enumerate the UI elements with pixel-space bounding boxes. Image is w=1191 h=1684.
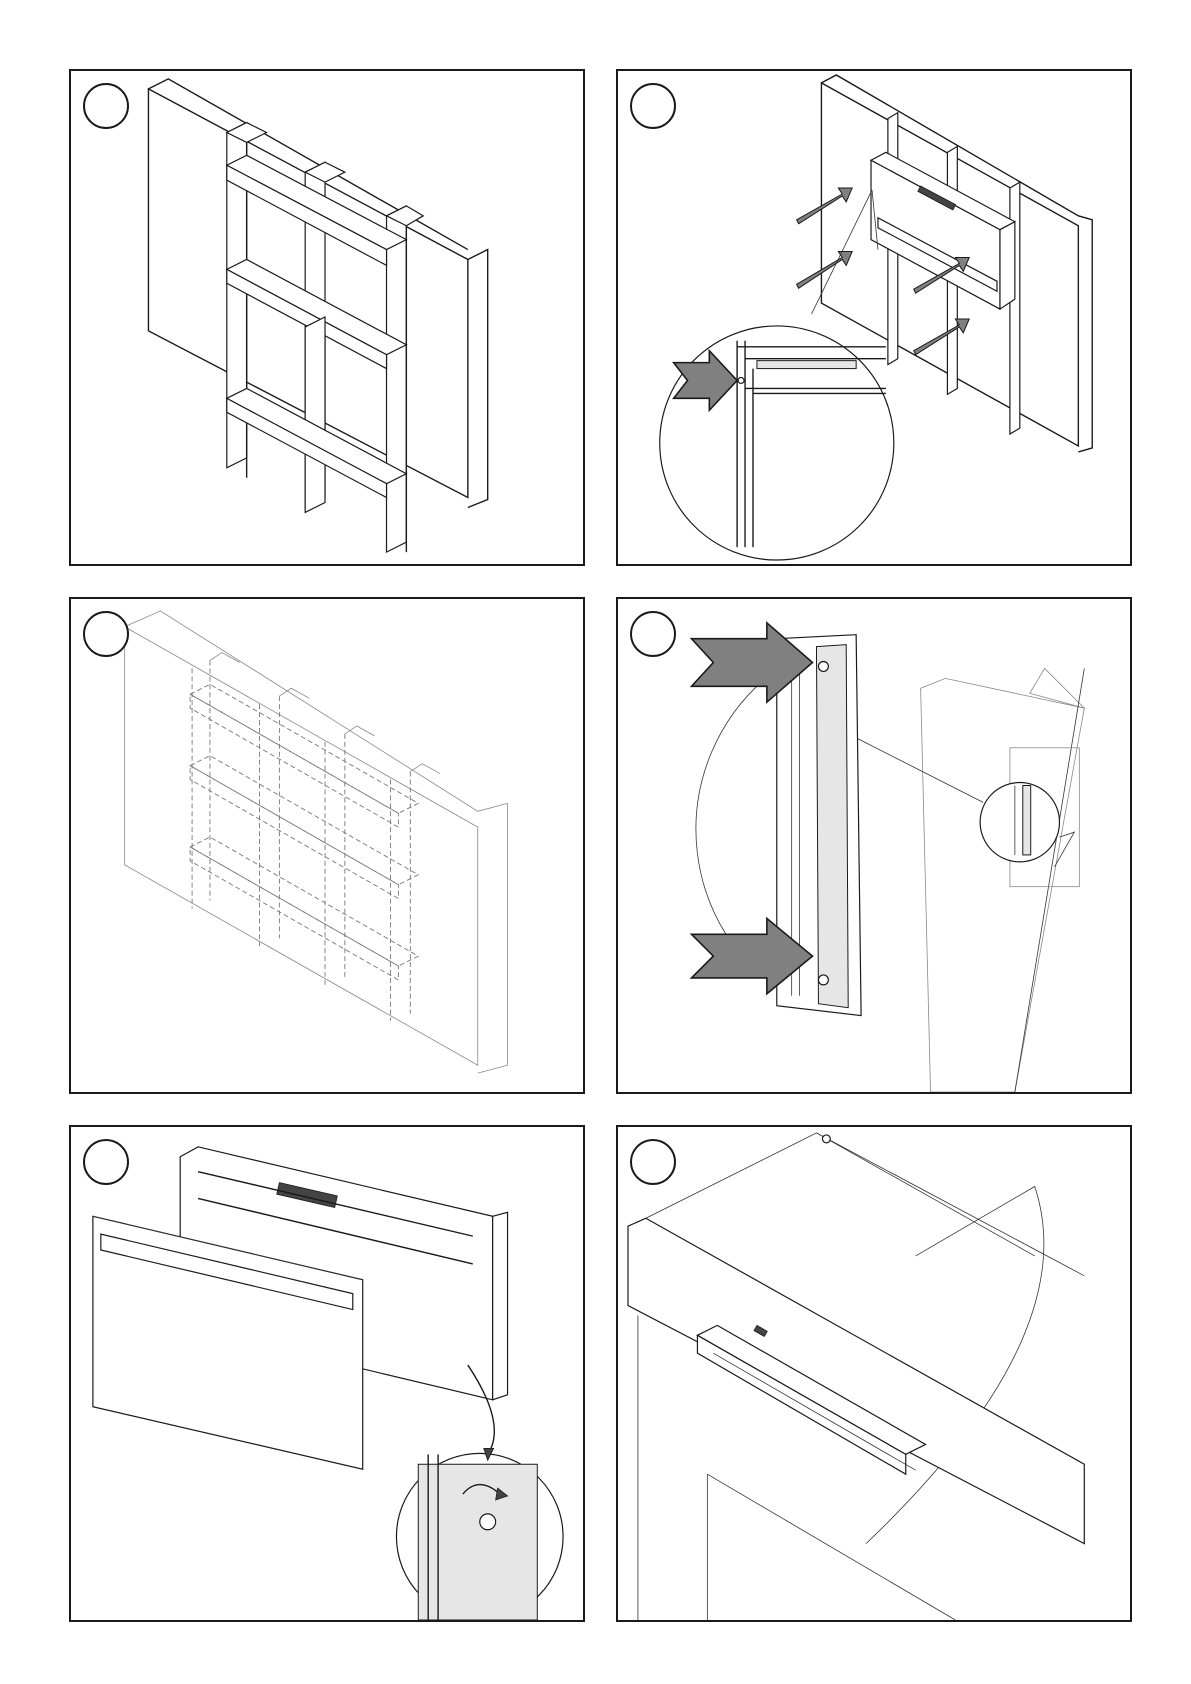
step-panel-2: [616, 69, 1132, 566]
ghosted-frame-illustration: [71, 599, 583, 1092]
step-panel-3: [69, 597, 585, 1094]
mounting-holes-illustration: [618, 599, 1130, 1092]
fixing-box-illustration: [618, 71, 1130, 564]
step-number-circle: [630, 1139, 676, 1185]
step-panel-6: [616, 1125, 1132, 1622]
stud-frame-illustration: [71, 71, 583, 564]
step-number-circle: [630, 611, 676, 657]
step-number-circle: [630, 83, 676, 129]
step-panel-4: [616, 597, 1132, 1094]
front-panel-illustration: [71, 1127, 583, 1620]
step-panel-5: [69, 1125, 585, 1622]
step-panel-1: [69, 69, 585, 566]
step-number-circle: [83, 611, 129, 657]
step-number-circle: [83, 1139, 129, 1185]
installed-panel-closeup-illustration: [618, 1127, 1130, 1620]
step-number-circle: [83, 83, 129, 129]
